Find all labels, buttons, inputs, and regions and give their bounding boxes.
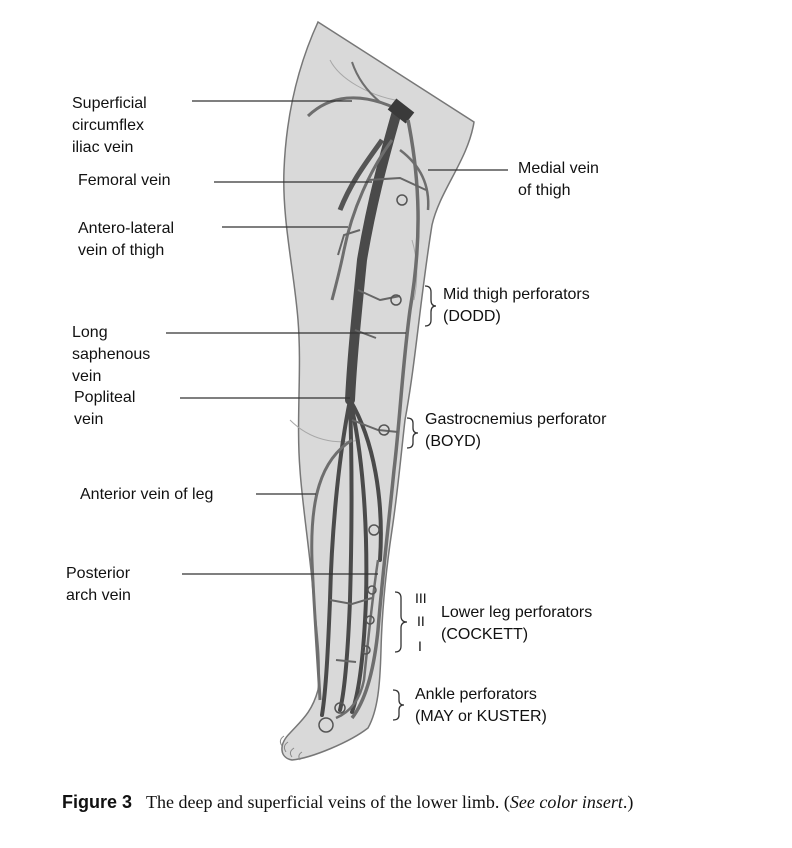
label-long-saphenous-vein: Long saphenous vein: [72, 322, 150, 388]
caption-italic: See color insert: [510, 792, 623, 812]
roman-iii: III: [415, 590, 427, 606]
limb-silhouette: [282, 22, 474, 760]
label-posterior-arch-vein: Posterior arch vein: [66, 563, 131, 607]
label-antero-lateral-vein-of-thigh: Antero-lateral vein of thigh: [78, 218, 174, 262]
label-popliteal-vein: Popliteal vein: [74, 387, 135, 431]
caption-text: The deep and superficial veins of the lo…: [146, 792, 510, 812]
figure-number: Figure 3: [62, 792, 132, 812]
label-medial-vein-of-thigh: Medial vein of thigh: [518, 158, 599, 202]
roman-i: I: [418, 638, 422, 654]
label-lower-leg-perforators: Lower leg perforators (COCKETT): [441, 602, 592, 646]
label-anterior-vein-of-leg: Anterior vein of leg: [80, 484, 213, 506]
label-ankle-perforators: Ankle perforators (MAY or KUSTER): [415, 684, 547, 728]
label-femoral-vein: Femoral vein: [78, 170, 170, 192]
label-gastrocnemius-perforator: Gastrocnemius perforator (BOYD): [425, 409, 606, 453]
caption-end: .): [623, 792, 634, 812]
label-superficial-circumflex-iliac-vein: Superficial circumflex iliac vein: [72, 93, 147, 159]
figure-caption: Figure 3 The deep and superficial veins o…: [62, 792, 633, 813]
label-mid-thigh-perforators: Mid thigh perforators (DODD): [443, 284, 590, 328]
roman-ii: II: [417, 613, 425, 629]
